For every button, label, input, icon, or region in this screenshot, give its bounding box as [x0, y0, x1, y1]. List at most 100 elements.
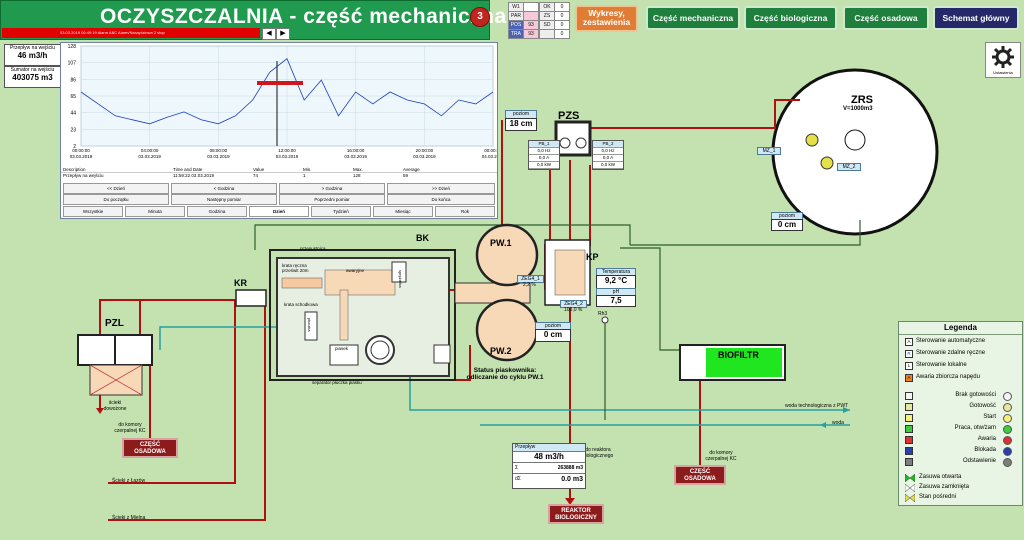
sand-separator[interactable] — [365, 335, 395, 365]
ph-value: 7,5 — [596, 295, 636, 307]
day-forward-button[interactable]: >> Dzień — [387, 183, 495, 194]
page-title: OCZYSZCZALNIA - część mechaniczna — [100, 5, 507, 28]
pump-current: 0,0 A — [602, 155, 614, 160]
legend-mode-text: Sterowanie lokalne — [916, 362, 967, 368]
col-header: Value — [253, 167, 265, 172]
status-grid: W1 OK 0 PAR ZS 0 POS 93 SD 0 TRA 93 0 — [508, 2, 570, 39]
x-tick-time: 12:00:00 — [278, 148, 296, 153]
pzl-hatch — [89, 364, 143, 396]
delivered-label: ścieki dowożone — [103, 400, 127, 412]
x-tick-time: 16:00:00 — [347, 148, 365, 153]
mechanical-button[interactable]: Część mechaniczna — [646, 6, 740, 30]
biofiltr-active — [706, 348, 782, 377]
day-back-button[interactable]: << Dzień — [63, 183, 169, 194]
y-tick-label: 107 — [68, 61, 77, 67]
main-scheme-button[interactable]: Schemat główny — [933, 6, 1019, 30]
prev-measure-button[interactable]: Poprzedni pomiar — [279, 194, 385, 205]
legend-state-text: Odstawienie — [962, 458, 996, 464]
period-week-button[interactable]: Tydzień — [311, 206, 371, 217]
y-tick-label: 2 — [73, 144, 76, 150]
x-tick-date: 03.03.2019 — [413, 154, 436, 159]
zeg2-label: ZEG4_2 — [560, 300, 587, 308]
rh3-sensor-icon[interactable] — [601, 316, 609, 324]
cursor-marker — [257, 81, 303, 85]
bk-blower[interactable] — [433, 344, 451, 364]
to-kc-label-1: do komory czerpalnej KC — [114, 422, 146, 434]
pump-current: 0,0 A — [538, 155, 550, 160]
pzs-pump-1-icon[interactable] — [559, 137, 571, 149]
period-all-button[interactable]: Wszystkie — [63, 206, 123, 217]
table-cell: 11:59:22 03.03.2019 — [173, 173, 214, 178]
bk-washer[interactable] — [304, 311, 318, 341]
zrs-volume: V=1000m3 — [843, 106, 873, 112]
inflow-box: Przepływ na wejściu 46 m3/h — [4, 44, 61, 66]
legend-state-swatch — [905, 447, 913, 455]
bio-delta-value: 0.0 m3 — [561, 476, 583, 483]
legend-panel: Legenda A Sterowanie automatyczne R Ster… — [898, 321, 1023, 506]
sludge-link-button-1[interactable]: CZĘŚĆ OSADOWA — [122, 438, 178, 458]
sludge-button[interactable]: Część osadowa — [843, 6, 929, 30]
kr-box[interactable] — [235, 289, 267, 307]
series-line — [80, 58, 494, 125]
alarm-strip[interactable] — [2, 28, 260, 38]
legend-mode-key: R — [905, 350, 913, 358]
valve-closed-icon — [905, 484, 915, 492]
x-tick-time: 00:00:00 — [72, 148, 90, 153]
legend-valve-text: Zasuwa otwarta — [919, 474, 962, 480]
legend-mode-key: A — [905, 338, 913, 346]
pzs-pump-2-icon[interactable] — [575, 137, 587, 149]
pump-pb2-info[interactable]: PB_2 0,0 Hz 0,0 A 0,0 kW — [592, 140, 624, 170]
to-end-button[interactable]: Do końca — [387, 194, 495, 205]
pump-pb1-info[interactable]: PB_1 0,0 Hz 0,0 A 0,0 kW — [528, 140, 560, 170]
reports-button[interactable]: Wykresy, zestawienia — [575, 5, 638, 32]
mixer-2-label[interactable]: MZ_2 — [837, 163, 861, 171]
inflow-total-value: 403075 m3 — [12, 73, 53, 82]
period-year-button[interactable]: Rok — [435, 206, 495, 217]
period-month-button[interactable]: Miesiąc — [373, 206, 433, 217]
reactor-link-button[interactable]: REAKTOR BIOLOGICZNY — [548, 504, 604, 524]
sludge-link-button-2[interactable]: CZĘŚĆ OSADOWA — [674, 465, 726, 485]
settings-button[interactable]: Ustawienia — [985, 42, 1021, 78]
mixer-2-icon[interactable] — [820, 156, 834, 170]
gear-icon — [992, 46, 1014, 68]
period-day-button[interactable]: Dzień — [249, 206, 309, 217]
biological-button[interactable]: Część biologiczna — [744, 6, 837, 30]
valve-open-icon — [905, 474, 915, 482]
legend-valve-text: Zasuwa zamknięta — [919, 484, 970, 490]
bk-sand-box[interactable] — [329, 344, 359, 366]
y-tick-label: 128 — [68, 44, 77, 50]
x-tick-date: 03.03.2019 — [138, 154, 161, 159]
zeg1-label: ZEG4_1 — [517, 275, 544, 283]
pzs-chamber[interactable] — [554, 120, 592, 157]
pw1-tank[interactable] — [475, 223, 539, 287]
to-start-button[interactable]: Do początku — [63, 194, 169, 205]
bk-label-throttle: przepustnica — [300, 246, 326, 251]
x-tick-time: 20:00:00 — [416, 148, 434, 153]
hour-back-button[interactable]: < Godzina — [171, 183, 277, 194]
sand-separator-inner — [370, 340, 390, 360]
table-cell: 128 — [353, 173, 361, 178]
alarm-next-icon[interactable]: ▶ — [276, 28, 290, 40]
legend-state-motor-icon — [1003, 458, 1012, 467]
period-minute-button[interactable]: Minuta — [125, 206, 185, 217]
mixer-1-icon[interactable] — [805, 133, 819, 147]
next-measure-button[interactable]: Następny pomiar — [171, 194, 277, 205]
period-hour-button[interactable]: Godzina — [187, 206, 247, 217]
legend-state-swatch — [905, 392, 913, 400]
hour-forward-button[interactable]: > Godzina — [279, 183, 385, 194]
inflow-total-label: Sumator na wejściu — [10, 67, 55, 73]
legend-state-text: Praca, otw/zam — [954, 425, 996, 431]
alarm-badge[interactable]: 3 — [470, 7, 490, 27]
alarm-prev-icon[interactable]: ◀ — [262, 28, 276, 40]
y-tick-label: 65 — [70, 94, 76, 100]
legend-mode-text: Awaria zbiorcza napędu — [916, 374, 980, 380]
legend-state-swatch — [905, 414, 913, 422]
legend-mode-key: L — [905, 362, 913, 370]
bk-label-step-grate: krata schodkowa — [284, 302, 318, 307]
mixer-1-label[interactable]: MZ_1 — [757, 147, 781, 155]
bk-compressor[interactable] — [391, 261, 407, 283]
bio-flow-value: 48 m3/h — [513, 452, 585, 463]
